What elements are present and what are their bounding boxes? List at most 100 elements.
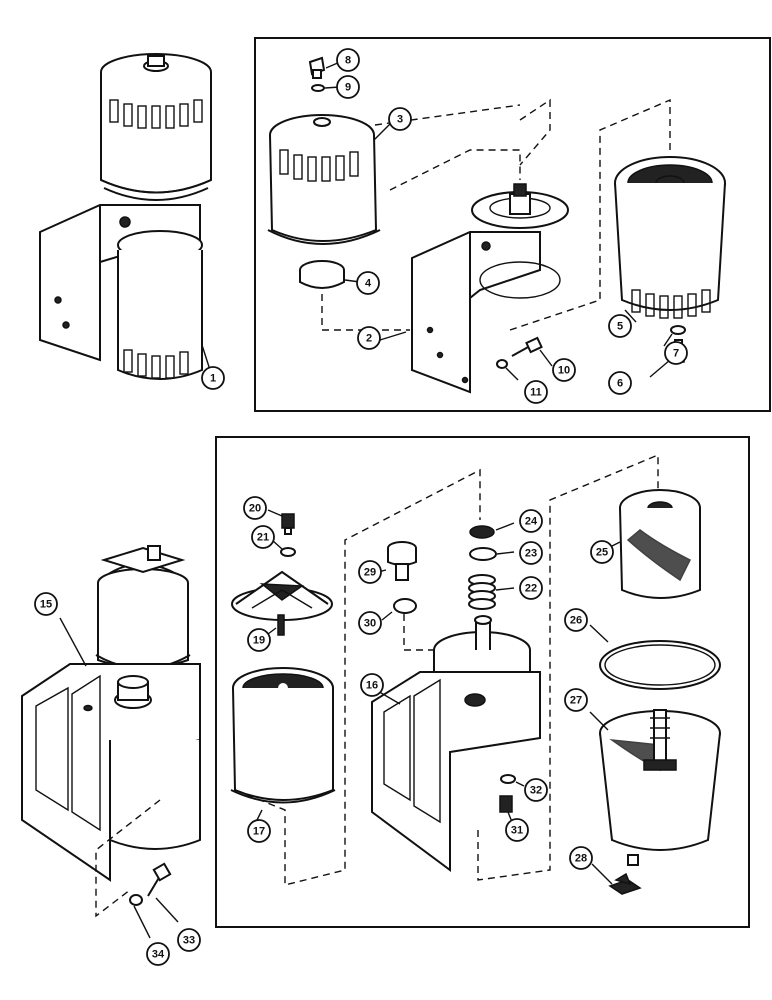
washer-32 xyxy=(500,774,516,784)
callout-circle xyxy=(519,541,543,565)
callout-28: 28 xyxy=(569,846,593,870)
callout-number: 28 xyxy=(575,853,587,865)
assembled-filter-unit-1 xyxy=(39,53,212,380)
callout-3: 3 xyxy=(388,107,412,131)
callout-circle xyxy=(505,818,529,842)
callout-bubbles: 1234567891011151617192021222324252627282… xyxy=(34,48,688,966)
callout-17: 17 xyxy=(247,819,271,843)
callout-circle xyxy=(336,75,360,99)
bottom-dash-path-b xyxy=(403,614,440,651)
top-exploded-view-frame xyxy=(254,37,771,412)
bottom-exploded-view-frame xyxy=(215,436,750,928)
callout-number: 22 xyxy=(525,583,537,595)
callout-31: 31 xyxy=(505,818,529,842)
wing-nut-28 xyxy=(591,863,642,895)
callout-number: 15 xyxy=(40,599,52,611)
callout-number: 5 xyxy=(617,321,623,333)
callout-21: 21 xyxy=(251,525,275,549)
callout-number: 21 xyxy=(257,532,269,544)
callout-circle xyxy=(519,576,543,600)
sealing-ring-26 xyxy=(589,624,721,690)
callout-30: 30 xyxy=(358,611,382,635)
callout-circle xyxy=(358,560,382,584)
sealing-ring-4 xyxy=(299,260,361,289)
filter-element-25 xyxy=(599,489,701,599)
callout-2: 2 xyxy=(357,326,381,350)
callout-circle xyxy=(247,628,271,652)
bolt-10 xyxy=(511,336,553,367)
washer-30 xyxy=(393,598,417,614)
callout-25: 25 xyxy=(590,540,614,564)
callout-circle xyxy=(360,673,384,697)
callout-9: 9 xyxy=(336,75,360,99)
callout-34: 34 xyxy=(146,942,170,966)
callout-circle xyxy=(34,592,58,616)
callout-6: 6 xyxy=(608,371,632,395)
callout-circle xyxy=(358,611,382,635)
bolt-33 xyxy=(147,862,179,923)
callout-number: 19 xyxy=(253,635,265,647)
callout-number: 16 xyxy=(366,680,378,692)
callout-number: 7 xyxy=(673,348,679,360)
assembled-filter-unit-15 xyxy=(21,545,201,882)
filter-bowl-27 xyxy=(589,709,721,866)
valve-cap-24 xyxy=(469,522,515,539)
callout-1: 1 xyxy=(201,366,225,390)
filter-element-3 xyxy=(267,114,391,245)
callout-number: 17 xyxy=(253,826,265,838)
callout-number: 9 xyxy=(345,82,351,94)
callout-19: 19 xyxy=(247,628,271,652)
bottom-left-dash-path xyxy=(95,799,161,918)
filter-5 xyxy=(614,156,726,323)
callout-circle xyxy=(524,778,548,802)
callout-circle xyxy=(243,496,267,520)
callout-number: 20 xyxy=(249,503,261,515)
callout-23: 23 xyxy=(519,541,543,565)
callout-number: 31 xyxy=(511,825,523,837)
top-dash-path-c xyxy=(519,98,551,166)
callout-15: 15 xyxy=(34,592,58,616)
callout-22: 22 xyxy=(519,576,543,600)
callout-20: 20 xyxy=(243,496,267,520)
callout-number: 34 xyxy=(152,949,165,961)
callout-circle xyxy=(388,107,412,131)
callout-33: 33 xyxy=(177,928,201,952)
callout-circle xyxy=(524,380,548,404)
callout-circle xyxy=(177,928,201,952)
filter-head-bracket-2 xyxy=(379,183,569,394)
callout-circle xyxy=(251,525,275,549)
washer-23 xyxy=(469,547,497,561)
callout-number: 33 xyxy=(183,935,195,947)
callout-circle xyxy=(569,846,593,870)
callout-10: 10 xyxy=(552,358,576,382)
callout-circle xyxy=(590,540,614,564)
callout-circle xyxy=(664,341,688,365)
washer-21 xyxy=(280,547,296,557)
callout-29: 29 xyxy=(358,560,382,584)
washer-7 xyxy=(670,325,686,335)
screw-20 xyxy=(267,509,295,535)
callout-number: 27 xyxy=(570,695,582,707)
callout-circle xyxy=(552,358,576,382)
callout-number: 30 xyxy=(364,618,376,630)
callout-circle xyxy=(564,688,588,712)
callout-5: 5 xyxy=(608,314,632,338)
bottom-dash-path-c xyxy=(477,453,659,881)
callout-number: 8 xyxy=(345,55,351,67)
callout-number: 11 xyxy=(530,387,542,399)
callout-circle xyxy=(519,509,543,533)
callout-circle xyxy=(564,608,588,632)
washer-9 xyxy=(311,84,325,92)
drain-plug-31 xyxy=(499,795,513,823)
callout-32: 32 xyxy=(524,778,548,802)
callout-circle xyxy=(336,48,360,72)
callout-number: 23 xyxy=(525,548,537,560)
washer-34 xyxy=(129,894,151,939)
callout-number: 25 xyxy=(596,547,608,559)
callout-number: 24 xyxy=(525,516,538,528)
callout-circle xyxy=(146,942,170,966)
spring-22 xyxy=(468,574,515,610)
callout-number: 3 xyxy=(397,114,403,126)
cover-19 xyxy=(231,570,333,636)
